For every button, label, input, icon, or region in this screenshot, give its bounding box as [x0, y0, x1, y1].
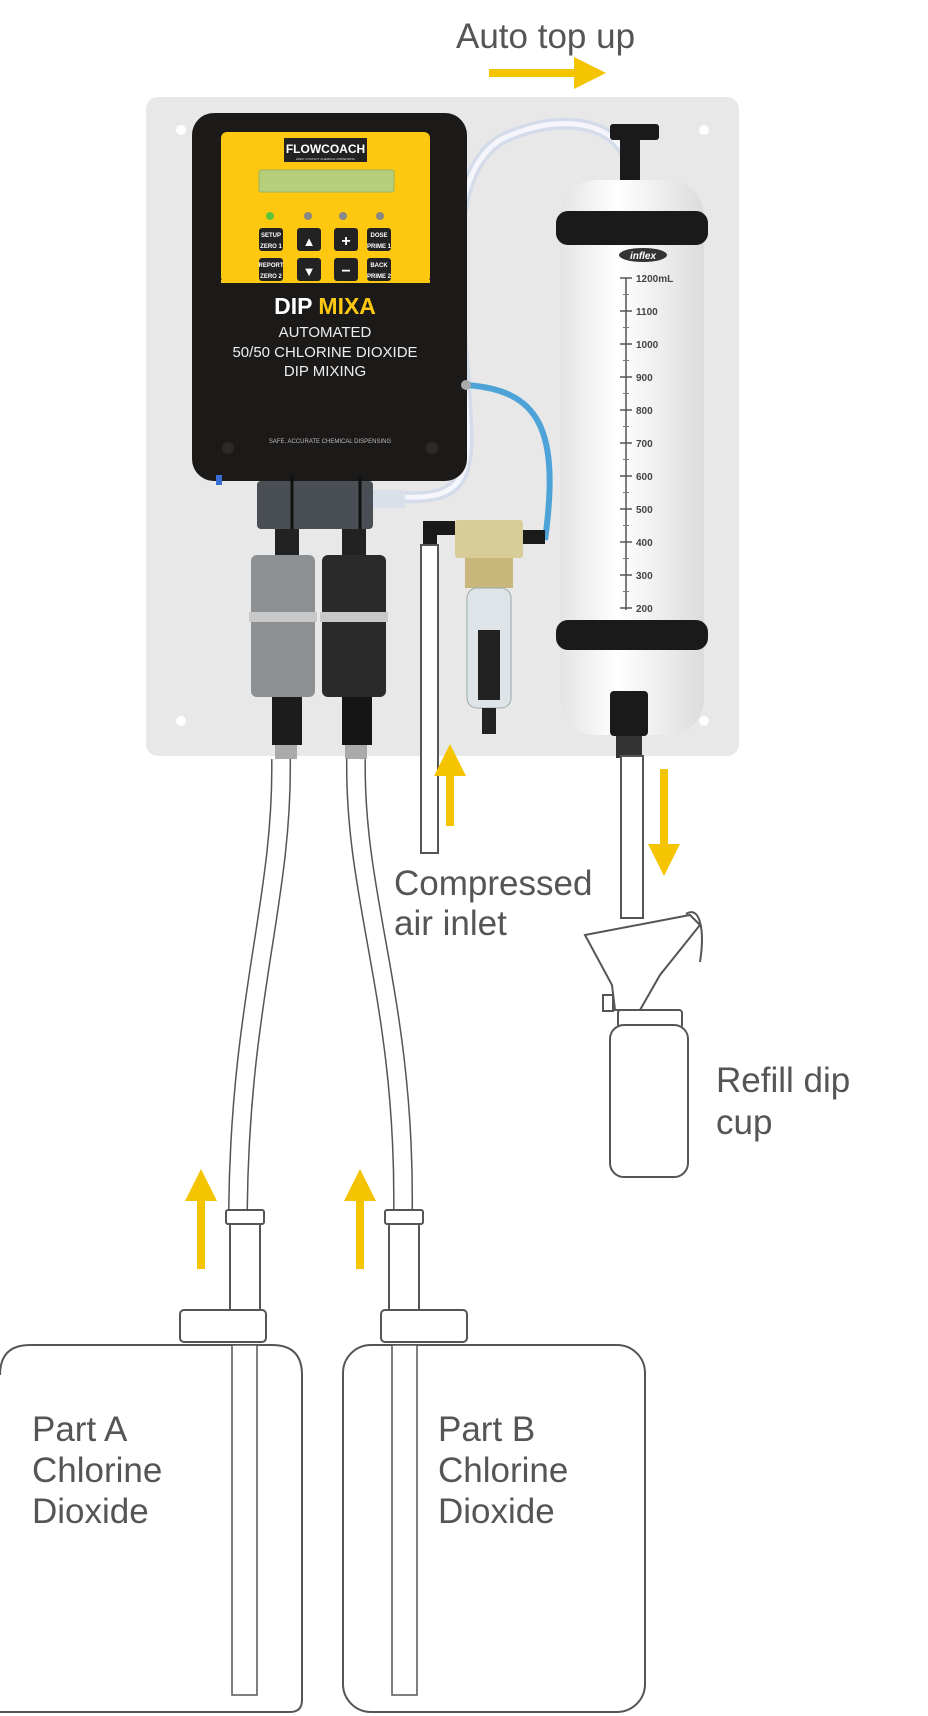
svg-text:SETUP: SETUP — [261, 233, 281, 239]
scale-label: 300 — [636, 571, 653, 582]
compressed-air-tube — [420, 544, 439, 854]
scale-label: 600 — [636, 472, 653, 483]
scale-label: 900 — [636, 373, 653, 384]
refill-label: cup — [716, 1103, 772, 1142]
svg-text:ZERO 1: ZERO 1 — [260, 244, 282, 250]
brand-label: FLOWCOACH — [286, 142, 365, 156]
led-indicator — [339, 212, 347, 220]
part-b-label: Chlorine — [438, 1451, 568, 1490]
compressed-air-label: air inlet — [394, 904, 507, 943]
svg-text:▼: ▼ — [303, 264, 316, 279]
svg-text:PRIME 2: PRIME 2 — [367, 274, 392, 280]
brand-tagline: ZERO CONTACT CHEMICAL DISPENSING — [296, 157, 356, 161]
report-zero2-button[interactable]: REPORT ZERO 2 — [258, 258, 284, 281]
mixing-manifold — [257, 475, 405, 530]
reservoir-handle[interactable] — [610, 124, 659, 140]
led-indicator — [376, 212, 384, 220]
down-button[interactable]: ▼ — [297, 258, 321, 281]
part-a-label: Dioxide — [32, 1492, 149, 1531]
dip-cup[interactable] — [583, 911, 703, 1178]
back-prime2-button[interactable]: BACK PRIME 2 — [367, 258, 392, 281]
svg-text:+: + — [341, 233, 350, 250]
description-line: DIP MIXING — [284, 363, 366, 380]
part-b-container — [342, 1209, 646, 1713]
scale-label: 200 — [636, 604, 653, 615]
svg-text:▲: ▲ — [303, 234, 316, 249]
air-filter-regulator — [423, 520, 545, 734]
part-a-container — [0, 1209, 303, 1713]
svg-text:REPORT: REPORT — [258, 263, 283, 269]
svg-text:DOSE: DOSE — [370, 233, 387, 239]
part-a-label: Part A — [32, 1410, 128, 1449]
scale-label: 700 — [636, 439, 653, 450]
mounting-holes — [176, 125, 709, 726]
pump-a — [249, 529, 317, 759]
svg-text:PRIME 1: PRIME 1 — [367, 244, 392, 250]
volume-scale: 1200mL 1100 1000 900 800 700 600 500 400 300 200 — [620, 274, 673, 615]
description-line: 50/50 CHLORINE DIOXIDE — [232, 344, 417, 361]
refill-label: Refill dip — [716, 1061, 850, 1100]
pump-b — [320, 529, 388, 759]
auto-top-up-label: Auto top up — [456, 17, 635, 56]
led-indicator — [304, 212, 312, 220]
setup-zero1-button[interactable]: SETUP ZERO 1 — [259, 228, 283, 251]
svg-text:BACK: BACK — [370, 263, 388, 269]
controller-unit: FLOWCOACH ZERO CONTACT CHEMICAL DISPENSI… — [192, 113, 471, 485]
scale-label: 800 — [636, 406, 653, 417]
scale-label: 1200mL — [636, 274, 673, 285]
reservoir-brand: inflex — [630, 251, 657, 262]
scale-label: 500 — [636, 505, 653, 516]
scale-label: 1100 — [636, 307, 658, 318]
scale-label: 400 — [636, 538, 653, 549]
part-a-label: Chlorine — [32, 1451, 162, 1490]
svg-text:−: − — [341, 263, 350, 280]
led-indicator — [266, 212, 274, 220]
minus-button[interactable]: − — [334, 258, 358, 281]
up-button[interactable]: ▲ — [297, 228, 321, 251]
dose-prime1-button[interactable]: DOSE PRIME 1 — [367, 228, 392, 251]
controller-footer: SAFE, ACCURATE CHEMICAL DISPENSING — [269, 439, 392, 445]
air-supply-tube — [465, 382, 553, 541]
part-b-label: Dioxide — [438, 1492, 555, 1531]
compressed-air-label: Compressed — [394, 864, 592, 903]
svg-text:ZERO 2: ZERO 2 — [260, 274, 282, 280]
refill-tube — [620, 755, 644, 919]
scale-label: 1000 — [636, 340, 659, 351]
part-b-label: Part B — [438, 1410, 535, 1449]
plus-button[interactable]: + — [334, 228, 358, 251]
lcd-display — [258, 169, 395, 193]
flowcoach-logo — [284, 138, 367, 162]
top-up-reservoir: inflex 1200mL 1100 1000 900 800 700 600 500 400 3… — [556, 124, 708, 758]
description-line: AUTOMATED — [279, 324, 372, 341]
